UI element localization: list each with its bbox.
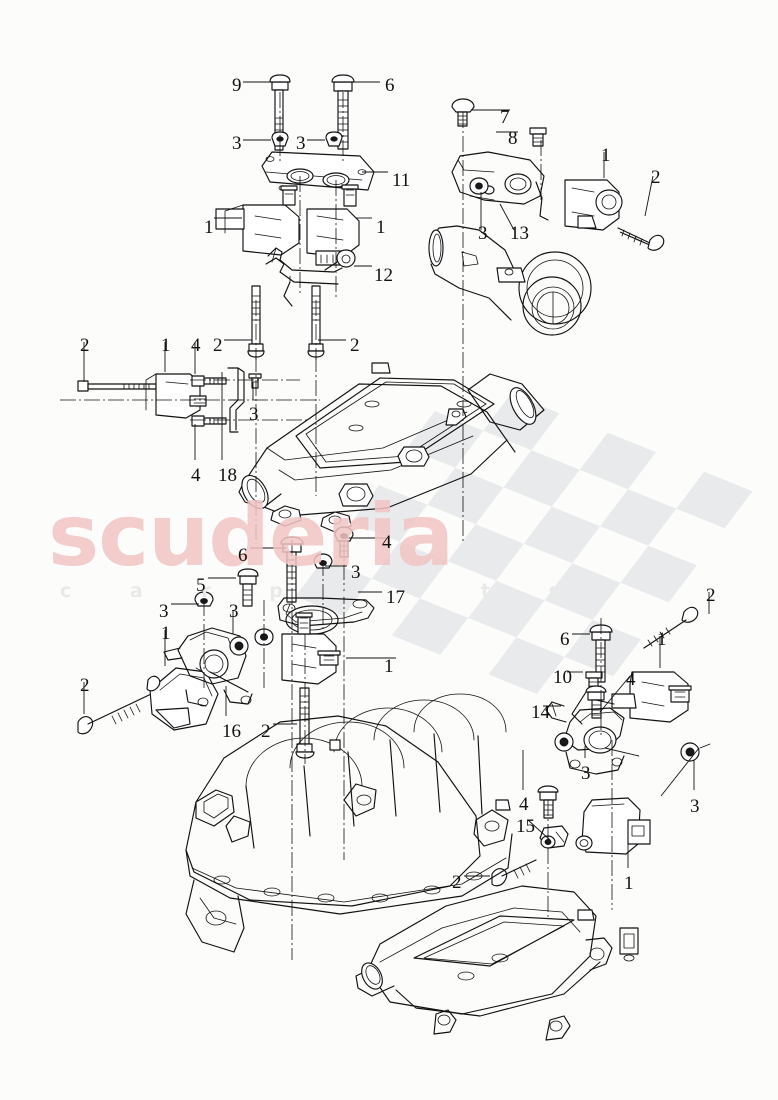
callout-label-3: 3 xyxy=(249,404,259,425)
bolt-2-bottom xyxy=(491,859,537,887)
callout-label-3: 3 xyxy=(690,796,700,817)
bolt-2-mid-left xyxy=(77,380,157,392)
callout-label-4: 4 xyxy=(382,532,392,553)
callout-label-3: 3 xyxy=(232,133,242,154)
callout-label-3: 3 xyxy=(229,601,239,622)
callout-label-1: 1 xyxy=(657,629,667,650)
callout-label-7: 7 xyxy=(500,107,510,128)
callout-label-1: 1 xyxy=(376,217,386,238)
leader-lines xyxy=(83,81,710,877)
nut-3-left xyxy=(271,131,289,147)
sensor-1-lower-left xyxy=(146,667,219,731)
screw-7 xyxy=(451,98,475,127)
callout-label-3: 3 xyxy=(351,562,361,583)
nut-3-mid xyxy=(248,373,262,389)
stud-8 xyxy=(529,127,547,147)
bolt-5 xyxy=(237,568,259,607)
callout-label-2: 2 xyxy=(452,872,462,893)
nut-3-right xyxy=(325,131,343,147)
callout-label-2: 2 xyxy=(651,167,661,188)
callout-label-3: 3 xyxy=(296,133,306,154)
nut-3-lower-left-of-group xyxy=(554,732,574,752)
callout-label-4: 4 xyxy=(191,465,201,486)
callout-label-8: 8 xyxy=(508,128,518,149)
bolt-2-top-right-angled xyxy=(617,227,665,251)
callout-label-1: 1 xyxy=(624,873,634,894)
callout-label-4: 4 xyxy=(626,669,636,690)
callout-label-1: 1 xyxy=(204,217,214,238)
callout-label-10: 10 xyxy=(553,667,572,688)
checkered-flag-watermark xyxy=(295,393,753,694)
callout-label-2: 2 xyxy=(213,335,223,356)
bolt-4-lower xyxy=(191,415,227,427)
callout-label-4: 4 xyxy=(191,335,201,356)
callout-label-14: 14 xyxy=(531,702,550,723)
charge-air-cooler-upper xyxy=(238,362,545,533)
charge-air-cooler-lower xyxy=(355,885,639,1041)
bolt-4-bottom xyxy=(537,785,559,819)
bracket-lower-top xyxy=(265,247,343,307)
sensor-1-bottom xyxy=(575,797,651,855)
callout-label-1: 1 xyxy=(161,623,171,644)
clamp-15 xyxy=(539,825,569,849)
callout-label-1: 1 xyxy=(601,145,611,166)
callout-label-2: 2 xyxy=(261,721,271,742)
intake-pipe-assembly xyxy=(428,225,592,336)
callout-label-9: 9 xyxy=(232,75,242,96)
sensor-1-top-left xyxy=(215,185,300,256)
callout-label-18: 18 xyxy=(218,465,237,486)
callout-label-3: 3 xyxy=(581,763,591,784)
assembly-centre-lines xyxy=(60,92,613,960)
callout-label-16: 16 xyxy=(222,721,241,742)
callout-label-6: 6 xyxy=(385,75,395,96)
callout-label-2: 2 xyxy=(706,585,716,606)
callout-label-5: 5 xyxy=(196,575,206,596)
callout-label-2: 2 xyxy=(350,335,360,356)
callout-label-11: 11 xyxy=(392,170,411,191)
bolt-2-lower-right xyxy=(643,606,699,649)
callout-label-1: 1 xyxy=(161,335,171,356)
sensor-1-top-right xyxy=(306,184,360,266)
nut-3-right-upper xyxy=(469,177,489,195)
callout-label-2: 2 xyxy=(80,335,90,356)
callout-label-2: 2 xyxy=(80,675,90,696)
bolt-4-upper xyxy=(191,375,227,387)
nut-3-lower-right-of-group xyxy=(680,742,711,762)
bracket-13 xyxy=(451,151,549,221)
callout-label-15: 15 xyxy=(516,816,535,837)
clip-12 xyxy=(324,249,356,271)
sensor-1-mid-left xyxy=(145,373,207,419)
callout-label-6: 6 xyxy=(238,545,248,566)
callout-label-3: 3 xyxy=(478,223,488,244)
sensor-1-mid-centre xyxy=(281,612,341,685)
callout-label-13: 13 xyxy=(510,223,529,244)
callout-label-1: 1 xyxy=(384,656,394,677)
callout-label-3: 3 xyxy=(159,601,169,622)
sensor-1-lower-right xyxy=(595,671,692,723)
callout-label-6: 6 xyxy=(560,629,570,650)
callout-label-17: 17 xyxy=(386,587,405,608)
intake-manifold xyxy=(185,693,513,953)
bolt-2-top-right xyxy=(307,285,325,358)
callout-label-12: 12 xyxy=(374,265,393,286)
plate-11 xyxy=(261,151,375,193)
bolt-2-mid-centre xyxy=(295,687,315,759)
bracket-16 xyxy=(163,627,253,707)
bolt-2-top-left xyxy=(247,285,265,358)
callout-label-4: 4 xyxy=(519,794,529,815)
sensor-1-top-far-right xyxy=(564,179,623,231)
nut-4-mid xyxy=(334,526,354,558)
